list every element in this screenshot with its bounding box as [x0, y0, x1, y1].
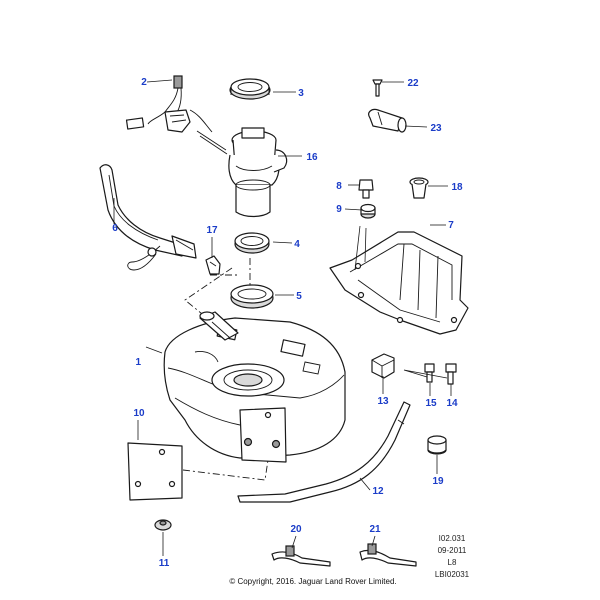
- callout-6: 6: [112, 223, 118, 234]
- leader-lines: [113, 79, 452, 556]
- cable-tie-b: [359, 543, 417, 567]
- callout-13: 13: [377, 396, 389, 407]
- wiring-harness: [125, 75, 213, 133]
- mounting-bracket: [371, 353, 395, 379]
- callout-labels: 1 2 3 4 5 6 7 8 9 10 11 12 13 14 15 16 1…: [112, 77, 463, 569]
- copyright-notice: © Copyright, 2016. Jaguar Land Rover Lim…: [229, 577, 396, 586]
- cable-tie-a: [271, 545, 331, 567]
- callout-15: 15: [425, 398, 437, 409]
- callout-23: 23: [430, 123, 442, 134]
- grommet: [409, 177, 429, 199]
- callout-18: 18: [451, 182, 463, 193]
- fuel-tank: [163, 311, 346, 463]
- bolt-short: [424, 363, 435, 383]
- callout-12: 12: [372, 486, 384, 497]
- callout-5: 5: [296, 291, 302, 302]
- callout-17: 17: [206, 225, 218, 236]
- fuel-pump-module: [196, 127, 288, 218]
- reference-image-id: LBI02031: [435, 570, 470, 579]
- mounting-nut: [360, 203, 376, 219]
- callout-3: 3: [298, 88, 304, 99]
- rubber-buffer: [427, 435, 447, 455]
- callout-1: 1: [135, 357, 141, 368]
- reference-code: I02.031: [439, 534, 466, 543]
- mounting-bolt: [358, 179, 374, 199]
- callout-9: 9: [336, 204, 342, 215]
- vent-valve: [368, 79, 407, 133]
- tank-strap: [237, 401, 411, 503]
- heat-shield: [329, 231, 469, 335]
- access-cover-plate: [127, 442, 183, 501]
- tank-seal-ring: [230, 284, 274, 309]
- callout-11: 11: [159, 558, 170, 569]
- hose-clip: [205, 255, 221, 275]
- pump-seal: [234, 232, 270, 254]
- callout-20: 20: [290, 524, 302, 535]
- filler-tube: [99, 164, 197, 271]
- callout-22: 22: [407, 78, 419, 89]
- reference-date: 09-2011: [438, 546, 467, 555]
- callout-16: 16: [306, 152, 318, 163]
- callout-8: 8: [336, 181, 342, 192]
- locking-ring: [229, 78, 271, 100]
- reference-block: I02.031 09-2011 L8 LBI02031: [435, 534, 470, 579]
- callout-7: 7: [448, 220, 454, 231]
- reference-model: L8: [448, 558, 457, 567]
- callout-10: 10: [133, 408, 145, 419]
- callout-2: 2: [141, 77, 147, 88]
- plate-grommet: [154, 519, 172, 531]
- callout-4: 4: [294, 239, 300, 250]
- callout-14: 14: [446, 398, 458, 409]
- bolt-long: [445, 363, 457, 385]
- callout-21: 21: [369, 524, 381, 535]
- callout-19: 19: [432, 476, 444, 487]
